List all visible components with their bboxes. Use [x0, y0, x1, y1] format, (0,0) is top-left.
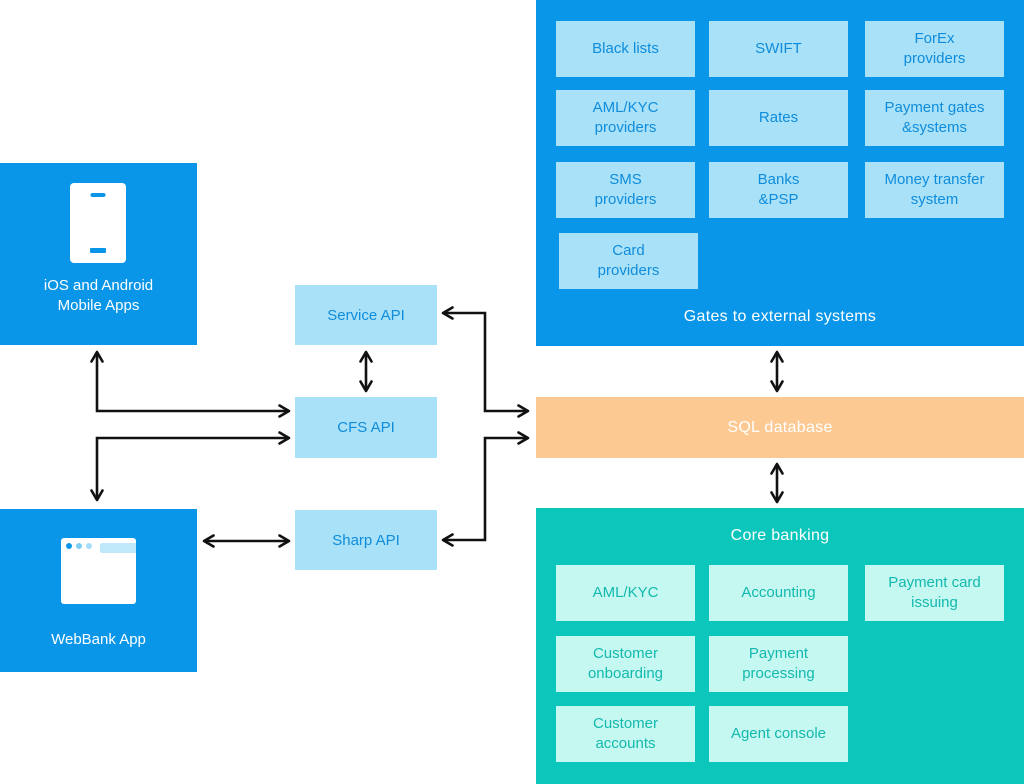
gates-box-payment-gates: Payment gates &systems	[865, 90, 1004, 146]
arrow-service-sql	[441, 306, 530, 418]
gates-panel: Black lists SWIFT ForEx providers AML/KY…	[536, 0, 1024, 346]
gates-box-swift: SWIFT	[709, 21, 848, 77]
browser-dot-icon	[76, 543, 82, 549]
mobile-apps-box: iOS and Android Mobile Apps	[0, 163, 197, 345]
browser-address-bar	[100, 543, 136, 553]
gates-box-forex-providers: ForEx providers	[865, 21, 1004, 77]
gates-box-banks-psp: Banks &PSP	[709, 162, 848, 218]
sharp-api-box: Sharp API	[295, 510, 437, 570]
core-box-customer-onboarding: Customer onboarding	[556, 636, 695, 692]
webbank-app-box: WebBank App	[0, 509, 197, 672]
webbank-app-label: WebBank App	[51, 631, 146, 648]
gates-panel-title: Gates to external systems	[683, 308, 877, 325]
core-banking-title: Core banking	[730, 527, 830, 544]
arrow-mobile-cfs	[90, 350, 291, 418]
core-box-customer-accounts: Customer accounts	[556, 706, 695, 762]
gates-box-card-providers: Card providers	[559, 233, 698, 289]
browser-dot-icon	[86, 543, 92, 549]
core-box-agent-console: Agent console	[709, 706, 848, 762]
arrow-sharp-sql	[441, 431, 530, 547]
core-box-aml-kyc: AML/KYC	[556, 565, 695, 621]
smartphone-icon	[70, 183, 126, 263]
gates-box-black-lists: Black lists	[556, 21, 695, 77]
cfs-api-box: CFS API	[295, 397, 437, 458]
gates-box-money-transfer: Money transfer system	[865, 162, 1004, 218]
mobile-apps-label: iOS and Android Mobile Apps	[43, 277, 154, 314]
arrow-webbank-cfs	[90, 431, 291, 502]
gates-box-rates: Rates	[709, 90, 848, 146]
core-banking-panel: Core banking AML/KYC Accounting Payment …	[536, 508, 1024, 784]
core-box-accounting: Accounting	[709, 565, 848, 621]
gates-box-sms-providers: SMS providers	[556, 162, 695, 218]
core-box-payment-card-issuing: Payment card issuing	[865, 565, 1004, 621]
browser-window-icon	[61, 538, 136, 604]
browser-dot-icon	[66, 543, 72, 549]
phone-home-bar	[90, 248, 106, 253]
phone-speaker-bar	[90, 193, 106, 197]
sql-database-box: SQL database	[536, 397, 1024, 458]
core-box-payment-processing: Payment processing	[709, 636, 848, 692]
service-api-box: Service API	[295, 285, 437, 345]
gates-box-aml-kyc-providers: AML/KYC providers	[556, 90, 695, 146]
